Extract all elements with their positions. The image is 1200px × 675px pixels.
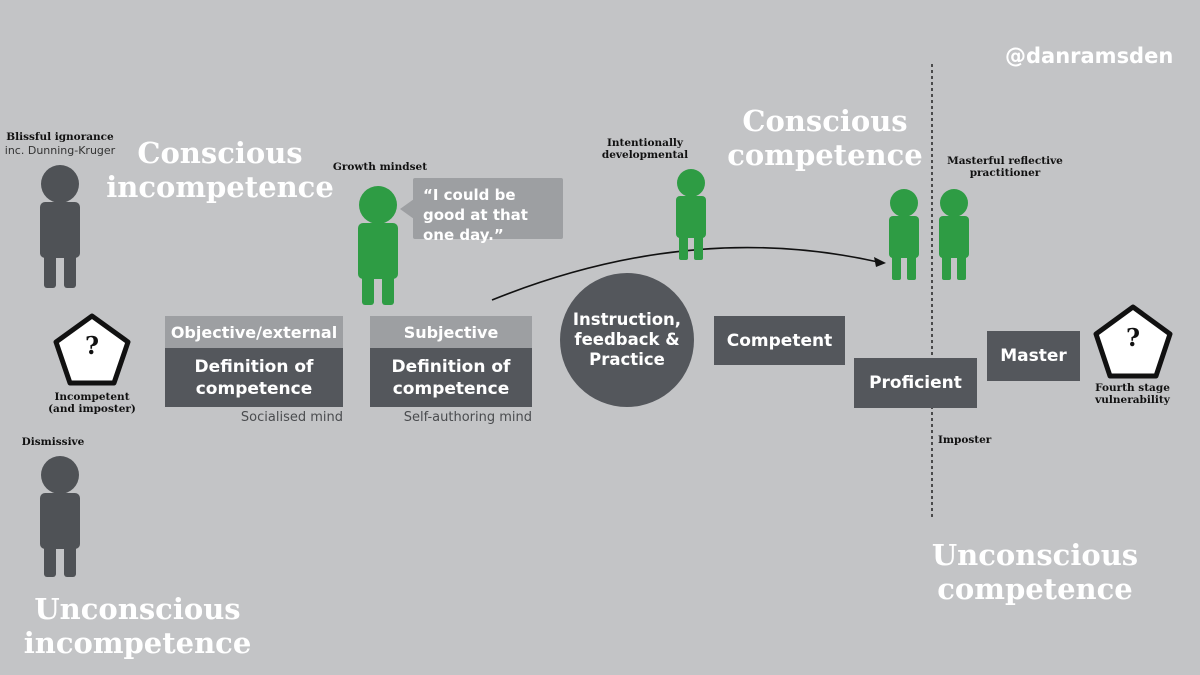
subjective-definition: Definition of competence [370,348,532,407]
incompetent-label: Incompetent (and imposter) [48,391,136,415]
unconscious-competence-label: Unconscious competence [931,538,1139,606]
objective-definition: Definition of competence [165,348,343,407]
proficient-box: Proficient [854,358,977,408]
person-icon-blissful [40,165,80,288]
person-icon-growth [358,186,398,305]
author-handle: @danramsden [1005,44,1174,68]
person-icon-intentional [676,169,706,260]
conscious-incompetence-label: Conscious incompetence [106,136,334,204]
conscious-competence-label: Conscious competence [727,104,923,172]
question-pentagon-icon-left [53,313,131,386]
question-mark-left: ? [84,331,100,360]
imposter-label: Imposter [938,434,992,446]
competent-box: Competent [714,316,845,365]
growth-quote-bubble: “I could be good at that one day.” [413,178,563,244]
growth-mindset-label: Growth mindset [332,161,428,173]
person-icon-master-1 [889,189,919,280]
person-icon-dismissive [40,456,80,577]
self-authoring-mind-caption: Self-authoring mind [403,410,532,425]
speech-pointer [400,199,414,219]
divider-line [931,64,933,519]
person-icon-master-2 [939,189,969,280]
unconscious-incompetence-label: Unconscious incompetence [23,592,252,660]
socialised-mind-caption: Socialised mind [240,410,343,425]
blissful-ignorance-label: Blissful ignorance [6,131,114,143]
dunning-kruger-label: inc. Dunning-Kruger [4,144,116,157]
question-mark-right: ? [1125,323,1141,352]
master-box: Master [987,331,1080,381]
subjective-header: Subjective [370,316,532,348]
objective-header: Objective/external [165,316,343,348]
question-pentagon-icon-right [1093,304,1173,379]
instruction-circle: Instruction, feedback & Practice [560,273,694,407]
fourth-stage-label: Fourth stage vulnerability [1095,382,1170,406]
intentionally-developmental-label: Intentionally developmental [601,137,689,161]
dismissive-label: Dismissive [21,436,85,448]
masterful-practitioner-label: Masterful reflective practitioner [947,155,1063,179]
